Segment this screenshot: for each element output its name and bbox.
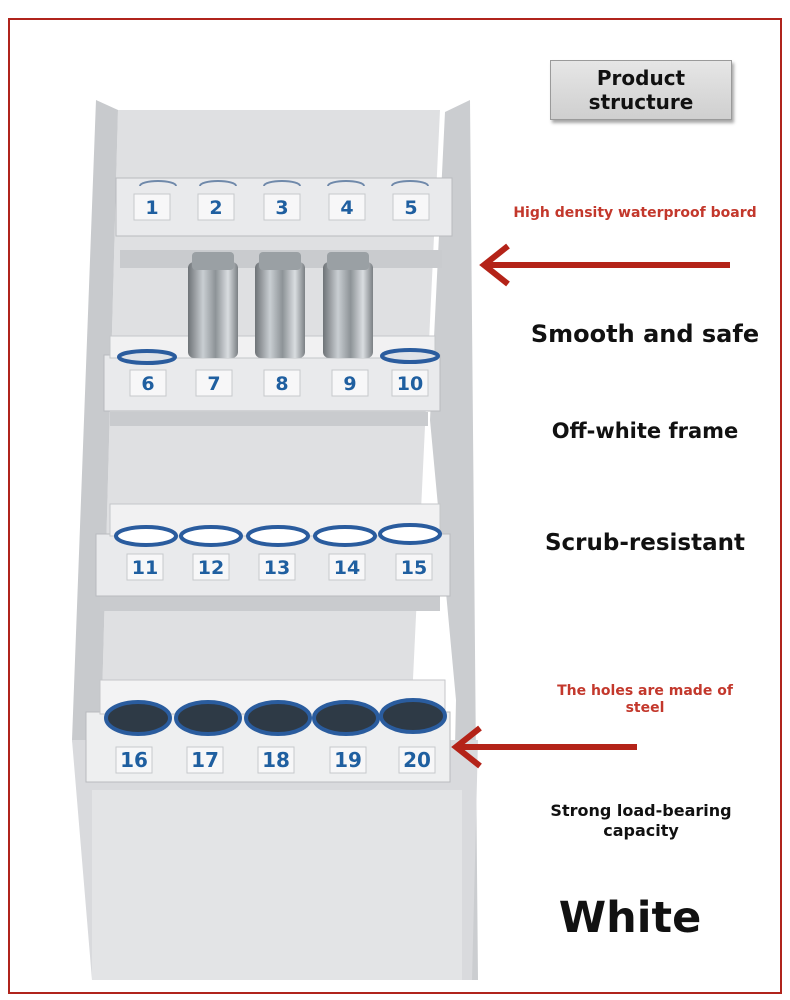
slot-tag xyxy=(195,369,233,397)
slot-number-7: 7 xyxy=(207,373,220,395)
slot-tag xyxy=(395,553,433,581)
slot-tag xyxy=(115,746,153,774)
slot-number-9: 9 xyxy=(343,373,356,395)
slot-number-2: 2 xyxy=(209,197,222,219)
slot-tag xyxy=(329,746,367,774)
annotation-smooth: Smooth and safe xyxy=(530,320,760,348)
slot-tag xyxy=(331,369,369,397)
slot-number-4: 4 xyxy=(340,197,353,219)
slot-tag xyxy=(186,746,224,774)
slot-number-15: 15 xyxy=(401,557,427,579)
slot-tag xyxy=(328,193,366,221)
slot-tag xyxy=(392,193,430,221)
image-border xyxy=(8,18,782,994)
annotation-holes: The holes are made of steel xyxy=(557,683,733,716)
annotation-load: Strong load-bearing capacity xyxy=(550,801,732,840)
annotation-scrub: Scrub-resistant xyxy=(544,530,745,556)
slot-number-1: 1 xyxy=(145,197,158,219)
annotation-color: White xyxy=(558,893,702,943)
slot-tag xyxy=(328,553,366,581)
arrow-board xyxy=(479,243,730,287)
slot-tag xyxy=(192,553,230,581)
slot-number-10: 10 xyxy=(397,373,423,395)
slot-number-17: 17 xyxy=(191,748,219,772)
slot-tag xyxy=(126,553,164,581)
slot-tag xyxy=(263,193,301,221)
slot-number-18: 18 xyxy=(262,748,290,772)
slot-tag xyxy=(391,369,429,397)
slot-number-12: 12 xyxy=(198,557,224,579)
annotation-frame: Off-white frame xyxy=(551,419,739,443)
slot-tag xyxy=(258,553,296,581)
slot-number-8: 8 xyxy=(275,373,288,395)
slot-tag xyxy=(129,369,167,397)
page-title: Product structure xyxy=(588,66,694,114)
slot-number-13: 13 xyxy=(264,557,290,579)
slot-number-11: 11 xyxy=(132,557,158,579)
slot-number-6: 6 xyxy=(141,373,154,395)
steel-bottles xyxy=(188,252,373,358)
slot-tag xyxy=(197,193,235,221)
slot-number-19: 19 xyxy=(334,748,362,772)
slot-tag xyxy=(263,369,301,397)
slot-number-20: 20 xyxy=(403,748,431,772)
slot-tag xyxy=(398,746,436,774)
arrow-holes xyxy=(451,725,637,769)
slot-number-5: 5 xyxy=(404,197,417,219)
slot-number-16: 16 xyxy=(120,748,148,772)
slot-number-3: 3 xyxy=(275,197,288,219)
slot-tag xyxy=(257,746,295,774)
slot-number-14: 14 xyxy=(334,557,360,579)
annotation-board: High density waterproof board xyxy=(513,205,757,221)
product-structure-badge: Product structure xyxy=(550,60,732,120)
slot-tag xyxy=(133,193,171,221)
